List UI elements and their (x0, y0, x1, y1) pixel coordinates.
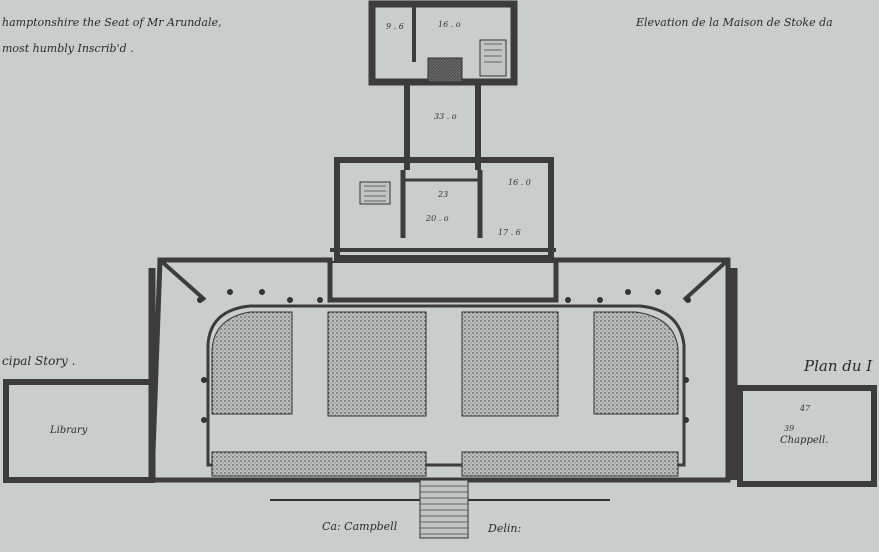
plan-french-label: Plan du I (804, 357, 873, 375)
chapel-dimension: 39 (784, 424, 795, 433)
title-english-line1: hamptonshire the Seat of Mr Arundale, (2, 16, 222, 29)
entrance-steps (270, 479, 610, 539)
chapel-label: Chappell. (780, 435, 829, 446)
central-block (330, 157, 556, 263)
colonnade (197, 289, 691, 423)
dim-top-room: 16 . o (438, 20, 461, 29)
dim-gallery: 33 . o (434, 112, 457, 121)
library-label: Library (50, 425, 88, 436)
dim-right-room-b: 17 . 6 (498, 228, 521, 237)
dim-top-left-room: 9 . 6 (386, 22, 404, 31)
signature-left: Ca: Campbell (322, 520, 398, 533)
signature-right: Delin: (488, 522, 522, 535)
chapel-wing (737, 385, 877, 487)
principal-story-label: cipal Story . (2, 354, 76, 368)
dim-center-room-b: 20 . o (426, 214, 449, 223)
top-tower (368, 0, 518, 86)
parterres (211, 311, 679, 477)
gallery (404, 82, 481, 170)
courtyard-frame (148, 257, 738, 483)
dim-center-room-a: 23 (438, 190, 449, 199)
chapel-dimension-2: 47 (800, 404, 811, 413)
title-english-line2: most humbly Inscrib'd . (2, 42, 134, 55)
library-wing (3, 379, 155, 483)
dim-right-room-a: 16 . 0 (508, 178, 531, 187)
title-french: Elevation de la Maison de Stoke da (636, 16, 833, 29)
